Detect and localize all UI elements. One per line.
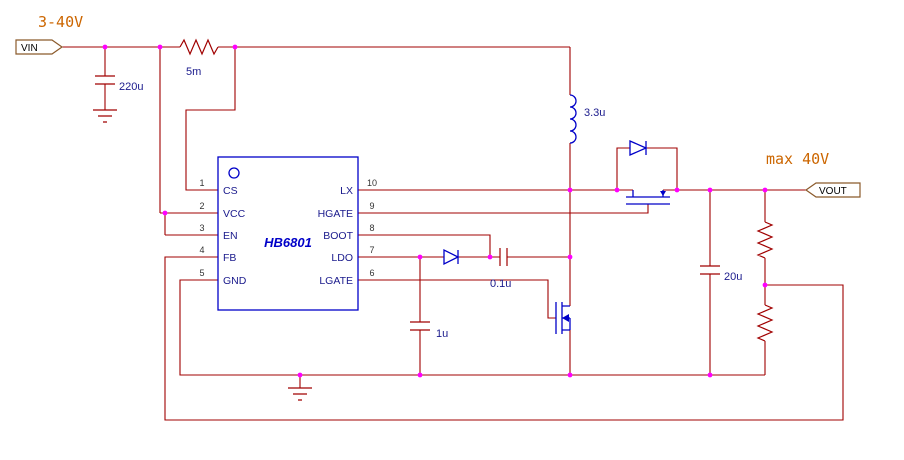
pin-name-hgate: HGATE bbox=[318, 208, 353, 220]
vin-port-label: VIN bbox=[21, 43, 38, 54]
output-capacitor-value: 20u bbox=[724, 271, 742, 283]
capacitor-plates bbox=[95, 75, 115, 85]
inductor-value: 3.3u bbox=[584, 107, 605, 119]
output-diode bbox=[629, 140, 648, 156]
vin-port-shape bbox=[15, 39, 64, 55]
pin-6-number: 6 bbox=[369, 268, 374, 278]
ic-hb6801: HB6801 1 CS 2 VCC 3 EN 4 FB 5 GND 10 LX … bbox=[199, 156, 377, 311]
junction-dot bbox=[762, 282, 768, 288]
ground-symbol bbox=[93, 109, 117, 123]
pin-name-gnd: GND bbox=[223, 275, 247, 287]
capacitor-plates bbox=[700, 265, 720, 275]
bootstrap-capacitor: 0.1u bbox=[490, 248, 511, 290]
junction-dot bbox=[674, 187, 680, 193]
junction-dot bbox=[707, 372, 713, 378]
ldo-capacitor: 1u bbox=[410, 321, 448, 340]
junction-dot bbox=[762, 187, 768, 193]
pin-10-number: 10 bbox=[367, 178, 377, 188]
junction-dot bbox=[487, 254, 493, 260]
pin-name-cs: CS bbox=[223, 185, 238, 197]
pin-name-boot: BOOT bbox=[323, 230, 353, 242]
ic-pin-stubs bbox=[193, 189, 383, 281]
mosfet-arrow-icon bbox=[562, 314, 569, 322]
pin-name-ldo: LDO bbox=[331, 252, 353, 264]
vout-port-label: VOUT bbox=[819, 186, 847, 197]
low-side-mosfet bbox=[555, 302, 571, 334]
junction-dots bbox=[102, 44, 768, 378]
junction-dot bbox=[297, 372, 303, 378]
junction-dot bbox=[567, 187, 573, 193]
junction-dot bbox=[567, 254, 573, 260]
input-voltage-label: 3-40V bbox=[38, 13, 83, 31]
feedback-resistor-bottom bbox=[756, 304, 774, 342]
diode-triangle bbox=[443, 248, 460, 266]
junction-dot bbox=[567, 372, 573, 378]
pin-name-lx: LX bbox=[340, 185, 353, 197]
pin-name-fb: FB bbox=[223, 252, 236, 264]
ground-symbol bbox=[288, 387, 312, 401]
pin-name-lgate: LGATE bbox=[319, 275, 353, 287]
junction-dot bbox=[417, 254, 423, 260]
capacitor-plates bbox=[410, 321, 430, 331]
pin-5-number: 5 bbox=[199, 268, 204, 278]
pin-2-number: 2 bbox=[199, 201, 204, 211]
capacitor-plates bbox=[499, 248, 508, 266]
vin-port: VIN bbox=[15, 39, 64, 55]
ic-part-number: HB6801 bbox=[264, 235, 312, 250]
junction-dot bbox=[232, 44, 238, 50]
junction-dot bbox=[162, 210, 168, 216]
junction-dot bbox=[157, 44, 163, 50]
output-capacitor: 20u bbox=[700, 265, 742, 283]
pin-name-vcc: VCC bbox=[223, 208, 246, 220]
diode-triangle bbox=[629, 140, 648, 156]
inductor: 3.3u bbox=[569, 94, 605, 144]
ic-body bbox=[217, 156, 359, 311]
junction-dot bbox=[417, 372, 423, 378]
pin-1-number: 1 bbox=[199, 178, 204, 188]
ldo-capacitor-value: 1u bbox=[436, 328, 448, 340]
pin-9-number: 9 bbox=[369, 201, 374, 211]
pin-7-number: 7 bbox=[369, 245, 374, 255]
junction-dot bbox=[707, 187, 713, 193]
feedback-resistor-top bbox=[756, 221, 774, 259]
pin-name-en: EN bbox=[223, 230, 238, 242]
pin1-indicator-icon bbox=[228, 167, 240, 179]
sense-resistor: 5m bbox=[179, 38, 219, 78]
inductor-coil bbox=[569, 94, 577, 144]
sense-resistor-value: 5m bbox=[186, 66, 201, 78]
vout-port-shape bbox=[804, 182, 861, 198]
output-voltage-label: max 40V bbox=[766, 150, 829, 168]
resistor-zigzag bbox=[179, 38, 219, 56]
wire-segments bbox=[62, 46, 844, 421]
vout-port: VOUT bbox=[804, 182, 861, 198]
junction-dot bbox=[102, 44, 108, 50]
mosfet-arrow-icon bbox=[660, 191, 666, 196]
pin-3-number: 3 bbox=[199, 223, 204, 233]
boot-diode bbox=[443, 248, 460, 266]
input-capacitor-value: 220u bbox=[119, 81, 143, 93]
pin-8-number: 8 bbox=[369, 223, 374, 233]
junction-dot bbox=[614, 187, 620, 193]
high-side-mosfet bbox=[626, 190, 670, 205]
pin-4-number: 4 bbox=[199, 245, 204, 255]
bootstrap-capacitor-value: 0.1u bbox=[490, 278, 511, 290]
input-capacitor: 220u bbox=[95, 75, 143, 93]
